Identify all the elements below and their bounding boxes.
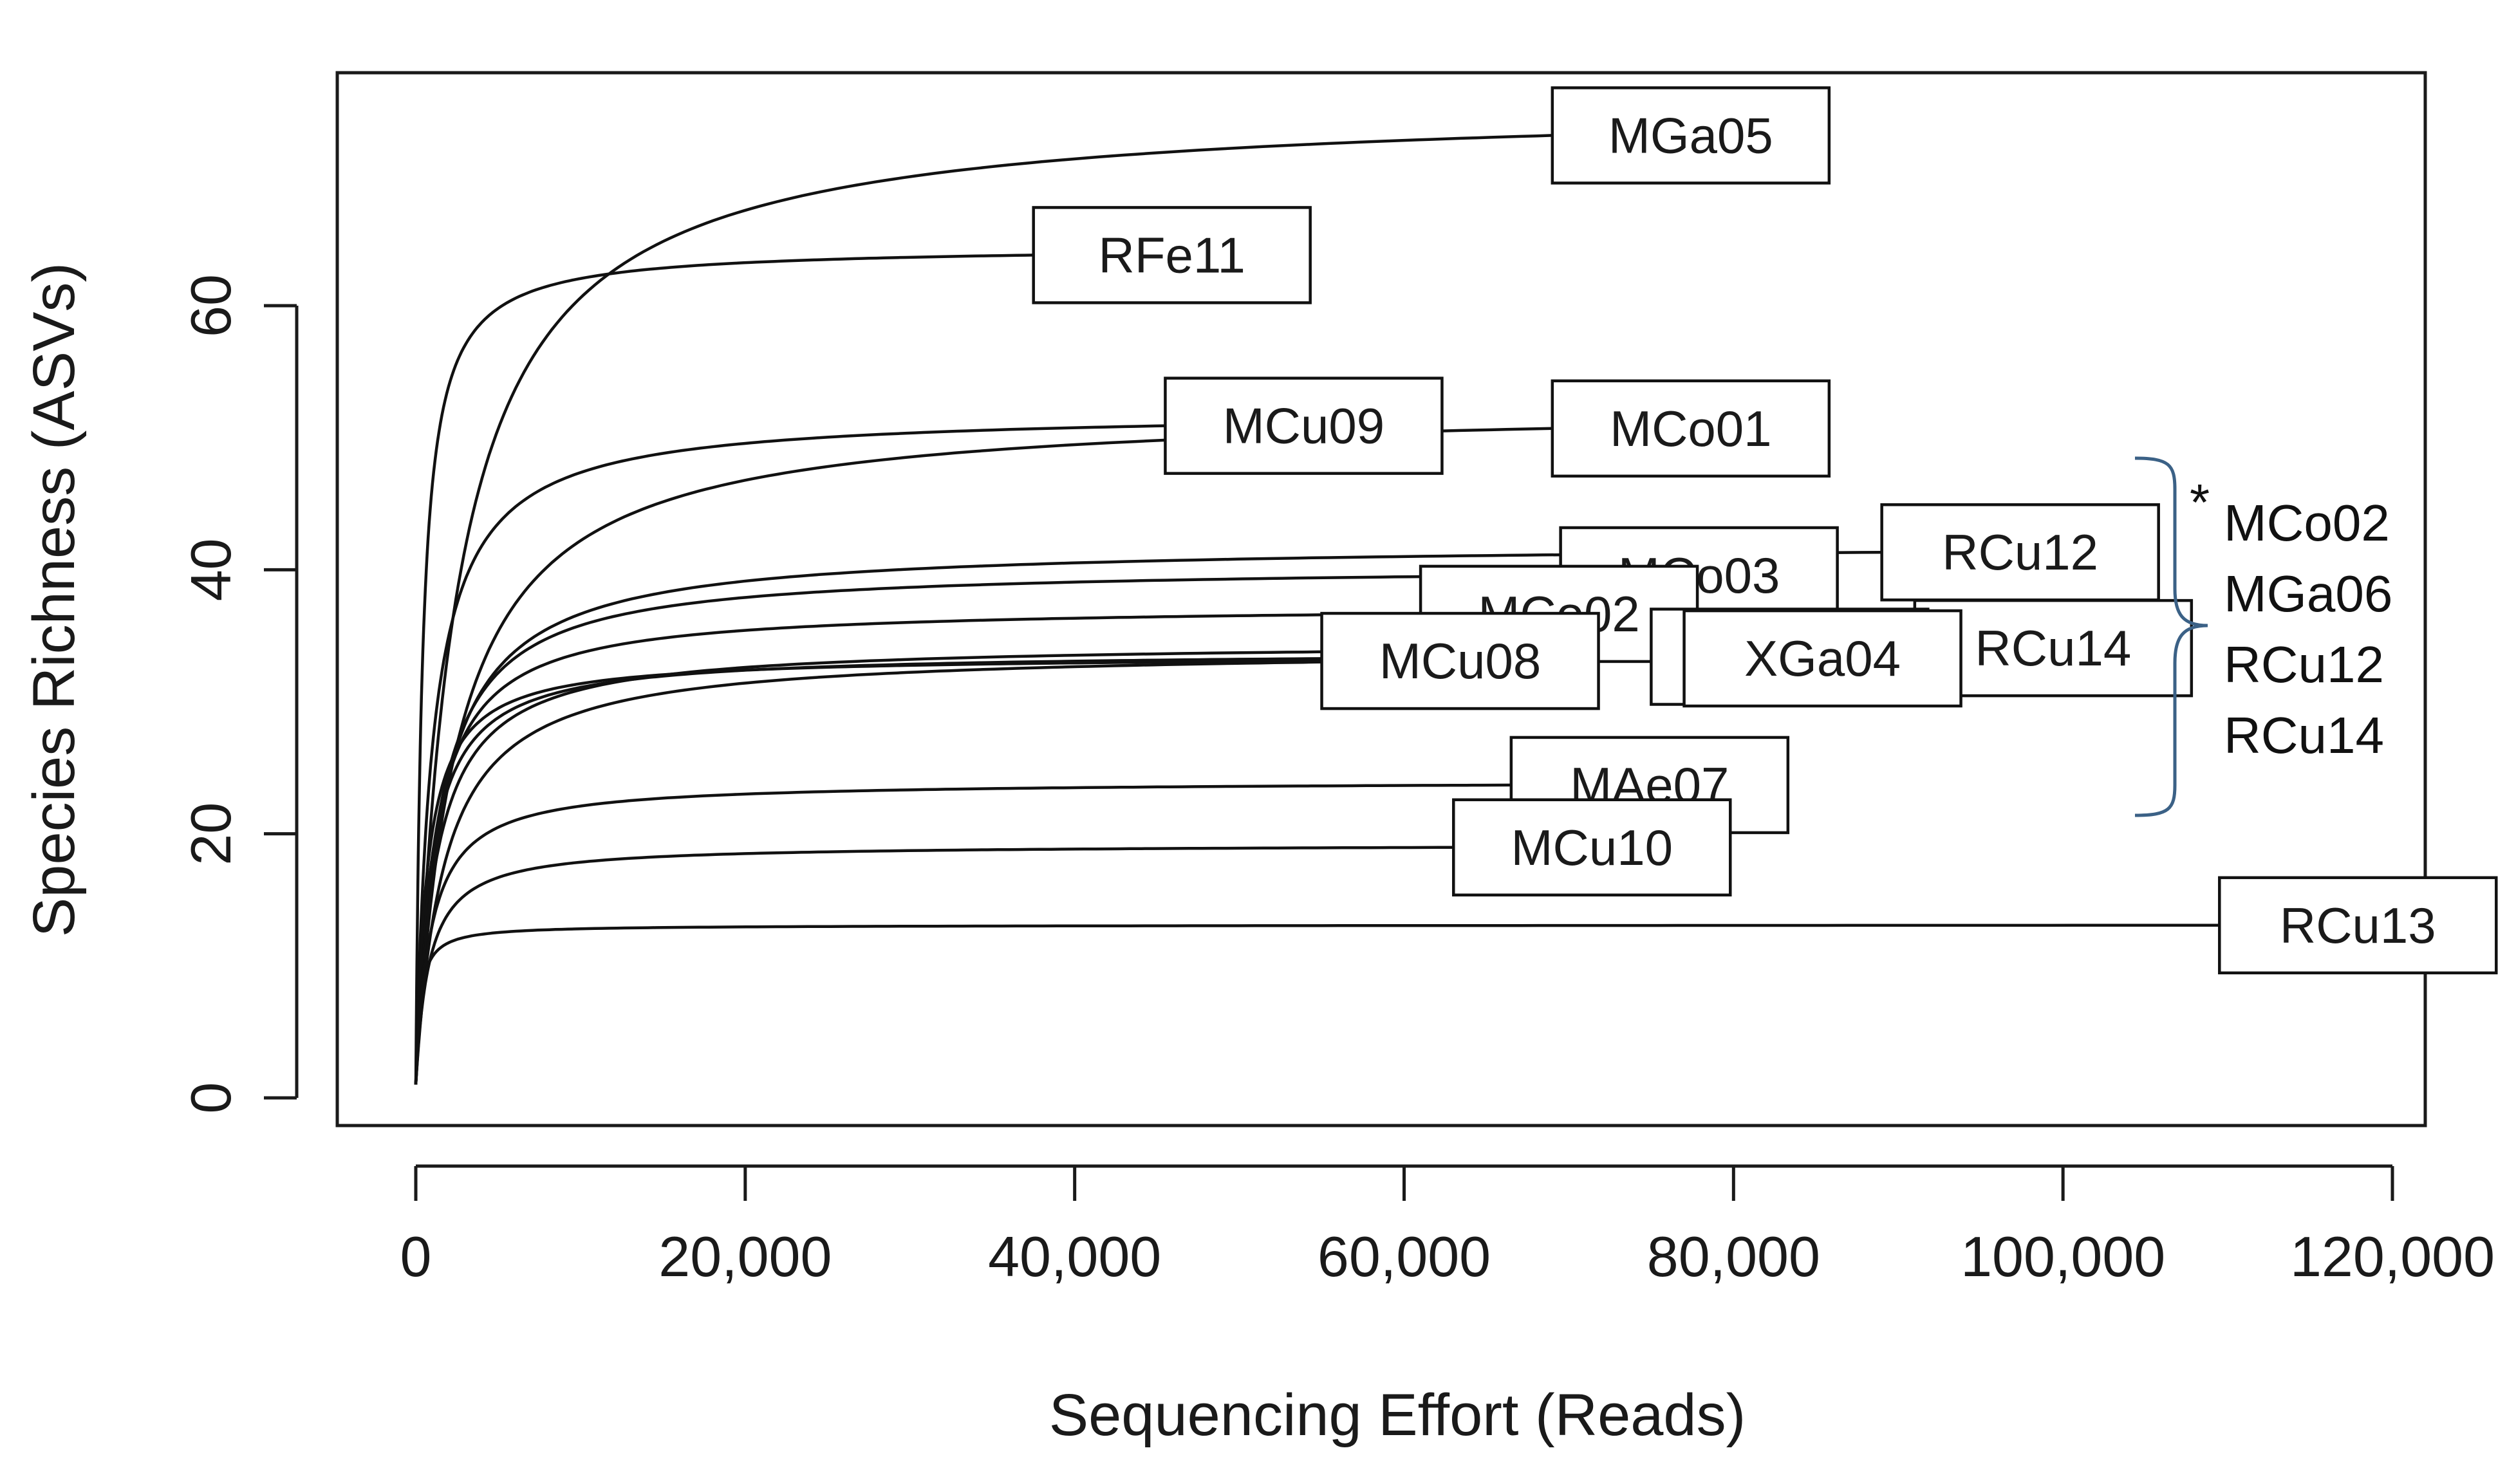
label-text-mga05: MGa05 [1608,107,1773,163]
x-tick-label-120000: 120,000 [2290,1225,2495,1288]
label-box-rfe11 [1032,206,1312,304]
x-tick-label-60000: 60,000 [1318,1225,1491,1288]
y-tick-label-20: 20 [179,802,243,866]
label-text-mco01: MCo01 [1610,400,1771,457]
bracket-item-mco02: MCo02 [2224,494,2390,552]
label-box-mco01 [1551,379,1831,478]
bracket-item-rcu14: RCu14 [2224,707,2384,764]
x-axis-title: Sequencing Effort (Reads) [1049,1382,1746,1448]
x-tick-label-100000: 100,000 [1961,1225,2165,1288]
y-tick-label-60: 60 [179,274,243,337]
y-axis-title: Species Richness (ASVs) [21,263,87,937]
label-text-rcu13: RCu13 [2280,897,2436,954]
bracket-item-rcu12: RCu12 [2224,636,2384,693]
curve-rfe11 [414,254,1034,1085]
y-tick-label-0: 0 [179,1082,243,1114]
sample-labels: MGa05RFe11MCu09MCo01RCu12MCo03MCo02RCu14… [1032,86,2498,975]
significance-bracket: * MCo02 MGa06 RCu12 RCu14 [2134,456,2392,817]
label-text-rcu14: RCu14 [1975,620,2131,676]
label-text-mcu09: MCu09 [1223,398,1384,454]
curve-mco01 [414,427,1552,1085]
label-box-rcu12 [1880,503,2160,602]
x-ticks: 0 20,000 40,000 60,000 80,000 100,000 120,000 [400,1166,2495,1288]
y-ticks: 0 20 40 60 [179,274,297,1113]
label-box-rcu13 [2218,876,2498,975]
y-tick-label-40: 40 [179,538,243,601]
curve-xga04 [414,656,1684,1085]
label-box-mcu10 [1452,798,1732,897]
bracket-item-mga06: MGa06 [2224,565,2392,622]
label-text-mcu10: MCu10 [1511,819,1673,876]
curve-mcu09 [414,424,1166,1085]
curve-rcu13 [414,923,2220,1085]
x-tick-label-0: 0 [400,1225,432,1288]
significance-asterisk: * [2190,474,2210,531]
x-axis: 0 20,000 40,000 60,000 80,000 100,000 120,000 [400,1164,2495,1288]
curve-mcu10 [414,846,1454,1085]
x-tick-label-20000: 20,000 [658,1225,832,1288]
plot-frame [335,71,2427,1127]
x-tick-label-40000: 40,000 [988,1225,1161,1288]
curve-mga05 [414,134,1552,1085]
label-text-rfe11: RFe11 [1099,227,1245,283]
curve-mae07 [414,783,1511,1085]
label-text-rcu12: RCu12 [1942,524,2098,580]
label-box-mga05 [1551,86,1831,185]
x-tick-label-80000: 80,000 [1647,1225,1820,1288]
label-text-mcu08: MCu08 [1379,633,1541,689]
y-axis: 0 20 40 60 [179,274,299,1113]
label-text-xga04: XGa04 [1744,630,1901,687]
label-box-mcu09 [1164,376,1444,475]
curve-mcu08 [414,659,1322,1085]
label-box-mcu08 [1320,611,1600,710]
curly-bracket [2134,456,2208,817]
label-box-xga04 [1682,609,1962,708]
